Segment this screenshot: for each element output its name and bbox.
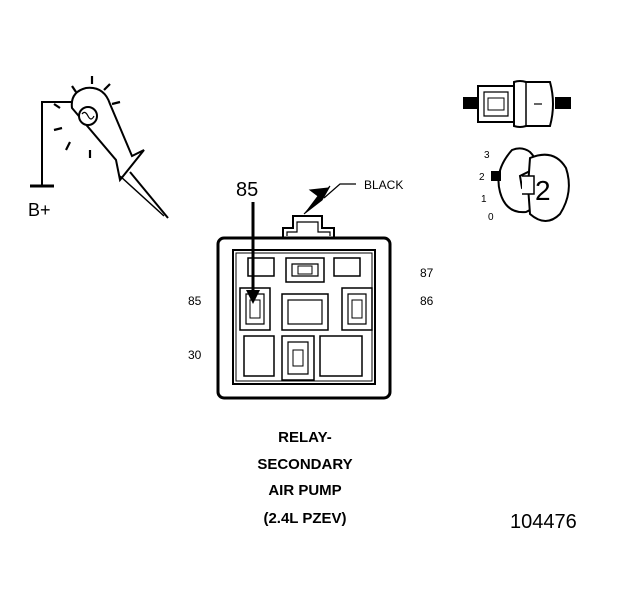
- cavity-top-left: [247, 257, 275, 277]
- cavity-bottom-right: [319, 335, 363, 377]
- selector-pointer-mark: [491, 171, 501, 181]
- callout-pin-label: 85: [236, 179, 258, 201]
- caption-line-4: (2.4L PZEV): [263, 510, 346, 527]
- caption-line-3: AIR PUMP: [268, 482, 341, 499]
- caption-line-1: RELAY-: [278, 429, 332, 446]
- pin-label-85: 85: [188, 294, 202, 308]
- connector-lock-tab: [282, 215, 335, 238]
- caption-line-2: SECONDARY: [257, 456, 352, 473]
- rotary-selector-icon: [491, 147, 570, 222]
- connector-plug-icon: [463, 80, 571, 128]
- cavity-87: [285, 257, 325, 283]
- cavity-bottom-center: [281, 335, 315, 381]
- test-light-label: B+: [28, 200, 51, 220]
- connector-inner-frame: [232, 249, 376, 385]
- pin-label-86: 86: [420, 294, 434, 308]
- test-light-body: [70, 86, 145, 183]
- scale-3-label: 3: [484, 150, 490, 161]
- scale-1-label: 1: [481, 194, 487, 205]
- figure-number: 104476: [510, 511, 577, 533]
- test-light-icon: [30, 76, 169, 219]
- pin-label-30: 30: [188, 348, 202, 362]
- cavity-85: [239, 287, 271, 331]
- callout-arrow: [246, 202, 260, 304]
- cavity-center: [281, 293, 329, 331]
- cavity-30: [243, 335, 275, 377]
- wire-color-label: BLACK: [364, 178, 403, 192]
- selector-dial: [526, 153, 570, 222]
- cavity-86: [341, 287, 373, 331]
- pin-label-87: 87: [420, 266, 434, 280]
- selected-position-label: 2: [535, 175, 551, 206]
- cavity-top-right: [333, 257, 361, 277]
- test-light-probe-tip: [129, 171, 169, 219]
- relay-connector: [216, 215, 392, 400]
- test-light-wire: [41, 101, 78, 186]
- light-rays: [53, 76, 121, 158]
- scale-2-label: 2: [479, 172, 485, 183]
- connector-housing: [216, 236, 392, 400]
- scale-0-label: 0: [488, 212, 494, 223]
- wire-color-leader: [303, 183, 356, 215]
